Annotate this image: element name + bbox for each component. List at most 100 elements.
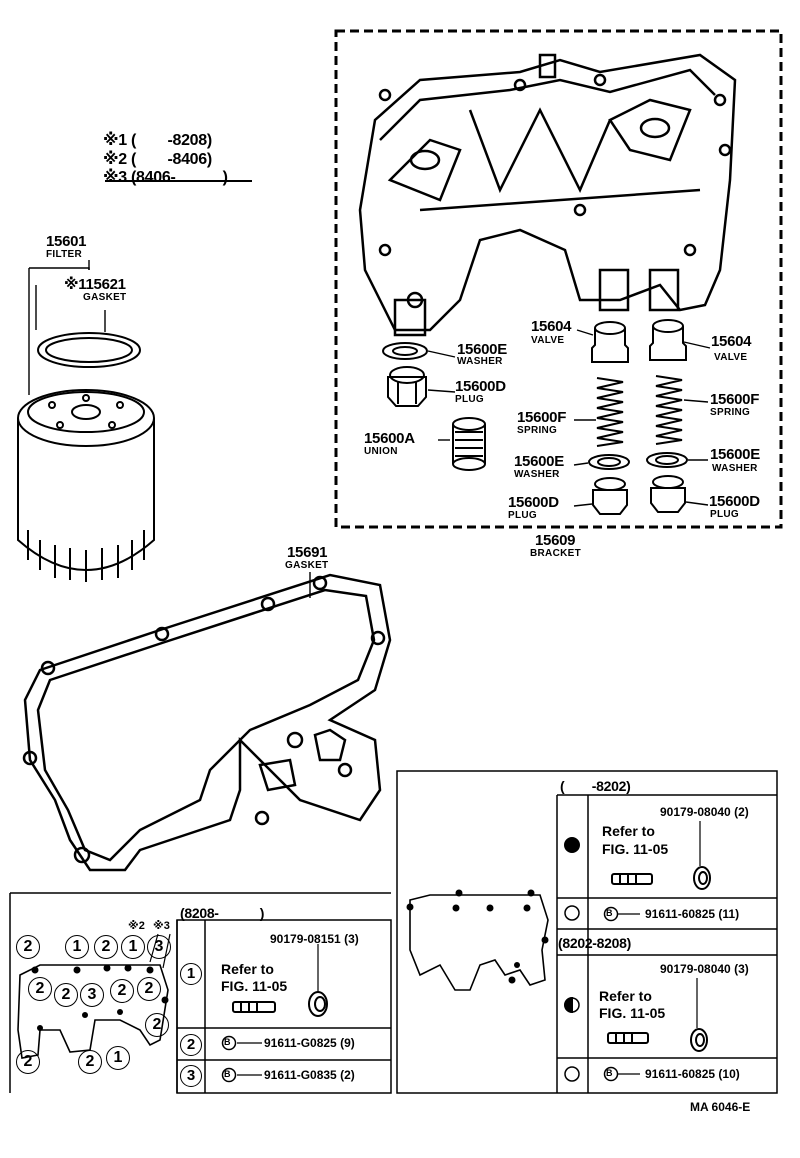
spring-right-number: 15600F xyxy=(710,391,760,408)
pos-circle: 2 xyxy=(78,1050,102,1074)
legend-range-2: ( -8406) xyxy=(131,151,212,168)
open-circle-symbol-bottom xyxy=(564,1066,580,1082)
stud-bolt-3-drawing xyxy=(607,1032,649,1044)
row2-part: 91611-G0825 xyxy=(264,1036,337,1050)
br-bot-part: 90179-08040 xyxy=(660,962,731,976)
plug-mid-number: 15600D xyxy=(508,494,559,511)
br-top-part: 90179-08040 xyxy=(660,805,731,819)
washer-mid-drawing xyxy=(588,454,630,470)
filled-circle-symbol xyxy=(564,837,580,853)
row2-qty: (9) xyxy=(340,1036,355,1050)
br-top-refer-fig: FIG. 11-05 xyxy=(602,841,669,857)
bracket-dashed-box xyxy=(334,29,783,529)
row2-b-mark: B xyxy=(224,1037,231,1047)
bottom-right-top-header: ( -8202) xyxy=(560,778,631,794)
plug-left-name: PLUG xyxy=(455,394,484,405)
washer-right-name: WASHER xyxy=(712,463,758,474)
nut-1-drawing xyxy=(308,991,328,1017)
washer-left-drawing xyxy=(382,342,428,360)
row1-refer-label: Refer to xyxy=(221,961,274,977)
pos-circle: 2 xyxy=(94,935,118,959)
legend-row-1: ※1 ( -8208) xyxy=(103,126,212,150)
bottom-right-top-part: 90179-08040 (2) xyxy=(660,805,749,819)
pos-circle: 2 xyxy=(16,935,40,959)
pos-circle: 1 xyxy=(65,935,89,959)
row3-key-circle: 3 xyxy=(180,1065,202,1087)
row1-part: 90179-08151 xyxy=(270,932,341,946)
plug-mid-name: PLUG xyxy=(508,510,537,521)
union-name: UNION xyxy=(364,446,398,457)
spring-left-name: SPRING xyxy=(517,425,558,436)
br-top-qty: (2) xyxy=(734,805,749,819)
b-symbol-row2 xyxy=(221,1035,237,1051)
valve-left-drawing xyxy=(591,321,629,363)
legend-mark-3: ※3 xyxy=(103,169,127,186)
plug-left-drawing xyxy=(387,366,427,407)
main-gasket-name: GASKET xyxy=(285,560,329,571)
plug-mid-drawing xyxy=(592,477,628,515)
legend-range-1: ( -8208) xyxy=(131,132,212,149)
pos-circle: 1 xyxy=(121,935,145,959)
plug-right-number: 15600D xyxy=(709,493,760,510)
row2-part-number: 91611-G0825 (9) xyxy=(264,1036,355,1050)
figure-id: MA 6046-E xyxy=(690,1100,751,1114)
bottom-right-top-bolt: 91611-60825 (11) xyxy=(645,907,739,921)
washer-right-drawing xyxy=(646,452,688,468)
valve-left-name: VALVE xyxy=(531,335,565,346)
br-bot-refer-label: Refer to xyxy=(599,988,652,1004)
pos-circle: 2 xyxy=(145,1013,169,1037)
br-top-b-mark: B xyxy=(606,908,613,918)
legend-mark-1: ※1 xyxy=(103,132,127,149)
pos-circle: 3 xyxy=(147,935,171,959)
pos-circle: 2 xyxy=(110,979,134,1003)
washer-left-name: WASHER xyxy=(457,356,503,367)
br-top-refer-label: Refer to xyxy=(602,823,655,839)
b-symbol-row3 xyxy=(221,1067,237,1083)
row3-b-mark: B xyxy=(224,1069,231,1079)
valve-right-drawing xyxy=(649,319,687,361)
small-gasket-left-dots xyxy=(31,964,169,1031)
row3-part: 91611-G0835 xyxy=(264,1068,337,1082)
oil-filter-drawing xyxy=(17,260,155,582)
pos-circle: 2 xyxy=(54,983,78,1007)
bottom-right-bottom-part: 90179-08040 (3) xyxy=(660,962,749,976)
legend-range-3: (8406- ) xyxy=(131,169,228,186)
bracket-name: BRACKET xyxy=(530,548,581,559)
br-bot-b-mark: B xyxy=(606,1068,613,1078)
br-bot-qty: (3) xyxy=(734,962,749,976)
filter-part-number: 15601 xyxy=(46,233,87,250)
spring-left-number: 15600F xyxy=(517,409,567,426)
br-top-bpart: 91611-60825 xyxy=(645,907,716,921)
filter-gasket-drawing xyxy=(37,332,141,368)
bottom-right-bottom-header: (8202-8208) xyxy=(558,935,631,951)
pos-circle: 2 xyxy=(16,1050,40,1074)
filter-gasket-part-number: ※115621 xyxy=(64,276,126,293)
valve-left-number: 15604 xyxy=(531,318,572,335)
bracket-drawing xyxy=(358,53,737,337)
washer-mid-name: WASHER xyxy=(514,469,560,480)
row1-qty: (3) xyxy=(344,932,359,946)
pos-circle: 2 xyxy=(137,977,161,1001)
stud-bolt-1-drawing xyxy=(232,1001,276,1013)
spring-right-drawing xyxy=(655,375,683,445)
pos-circle: 3 xyxy=(80,983,104,1007)
filter-part-name: FILTER xyxy=(46,249,83,260)
br-bot-bqty: (10) xyxy=(718,1067,740,1081)
plug-right-drawing xyxy=(650,475,686,513)
valve-right-number: 15604 xyxy=(711,333,752,350)
br-top-bqty: (11) xyxy=(718,907,740,921)
pos-circle: 2 xyxy=(28,977,52,1001)
filter-gasket-part-name: GASKET xyxy=(83,292,127,303)
bottom-left-mark-3: ※3 xyxy=(153,920,170,932)
washer-mid-number: 15600E xyxy=(514,453,564,470)
union-drawing xyxy=(452,417,486,471)
legend-row-2: ※2 ( -8406) xyxy=(103,145,212,169)
spring-left-drawing xyxy=(596,377,624,447)
stud-bolt-2-drawing xyxy=(611,873,653,885)
bottom-left-mark-2: ※2 xyxy=(128,920,145,932)
b-symbol-right-bottom xyxy=(603,1066,619,1082)
main-gasket-number: 15691 xyxy=(287,544,328,561)
nut-3-drawing xyxy=(690,1028,708,1052)
br-bot-refer-fig: FIG. 11-05 xyxy=(599,1005,666,1021)
spring-right-name: SPRING xyxy=(710,407,751,418)
